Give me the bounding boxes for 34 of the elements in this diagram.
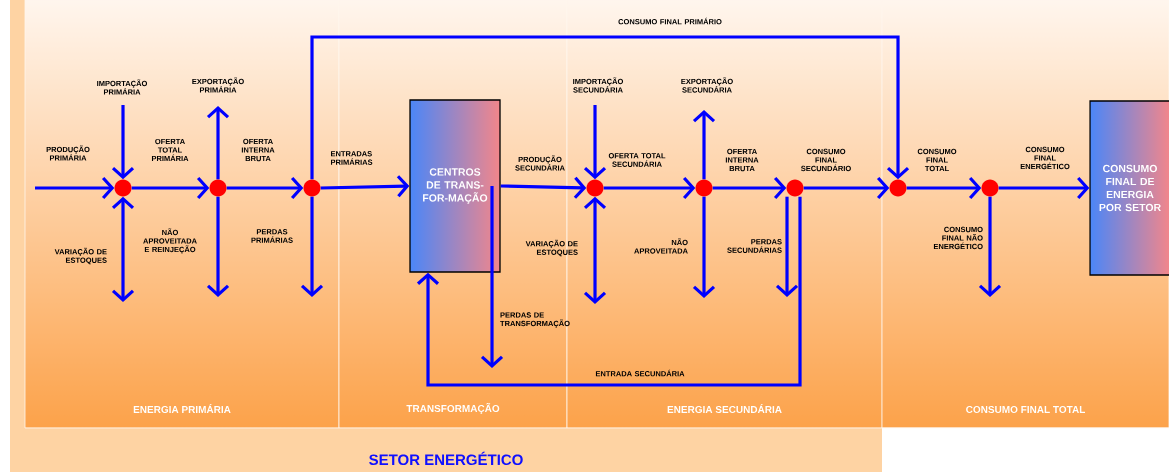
arrow <box>111 105 135 180</box>
arrow <box>500 176 587 199</box>
arrow <box>35 176 115 200</box>
arrow <box>906 176 982 200</box>
arrow <box>978 196 1002 297</box>
arrow <box>998 176 1090 200</box>
junction-dot <box>114 179 132 197</box>
junction-dot <box>889 179 907 197</box>
arrow <box>480 186 504 368</box>
junction-dot <box>695 179 713 197</box>
junction-dot <box>981 179 999 197</box>
junction-dot <box>586 179 604 197</box>
arrow <box>692 110 716 180</box>
arrow <box>111 196 135 302</box>
junction-dot <box>786 179 804 197</box>
junction-dot <box>303 179 321 197</box>
arrow <box>692 196 716 298</box>
arrow <box>131 176 210 200</box>
arrow <box>775 196 799 297</box>
arrow <box>583 196 607 304</box>
arrow <box>320 175 410 198</box>
arrow <box>416 196 802 387</box>
arrow <box>300 196 324 297</box>
arrow <box>712 176 787 200</box>
process-box: CENTROS DE TRANS-FOR-MAÇÃO <box>409 99 501 273</box>
arrow <box>206 106 230 180</box>
arrow <box>583 105 607 180</box>
arrow <box>226 176 304 200</box>
arrow <box>310 35 910 180</box>
junction-dot <box>209 179 227 197</box>
process-box: CONSUMO FINAL DE ENERGIA POR SETOR <box>1089 100 1169 276</box>
arrow <box>803 176 890 200</box>
arrow <box>206 196 230 297</box>
arrow <box>603 176 696 200</box>
